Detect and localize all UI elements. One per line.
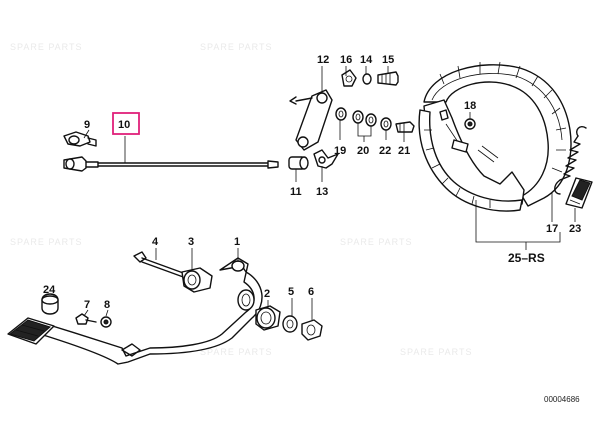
label-part-1[interactable]: 1 — [234, 236, 240, 248]
watermark-text-6: SPARE PARTS — [400, 347, 473, 357]
label-part-21[interactable]: 21 — [398, 145, 410, 157]
pedal-small-parts[interactable] — [41, 293, 112, 328]
label-part-19[interactable]: 19 — [334, 145, 346, 157]
brake-cable[interactable] — [63, 156, 279, 172]
cable-clip[interactable] — [63, 131, 97, 147]
label-part-25-rs[interactable]: 25–RS — [508, 251, 545, 265]
label-part-18[interactable]: 18 — [464, 100, 476, 112]
diagram-reference-number: 00004686 — [544, 395, 580, 404]
label-part-11[interactable]: 11 — [290, 186, 302, 198]
label-part-5[interactable]: 5 — [288, 286, 294, 298]
foot-pedal-pad[interactable] — [7, 317, 55, 345]
part-labels: 10 9 12 16 14 15 18 19 20 22 21 11 13 17… — [43, 54, 581, 311]
brake-lever-arm[interactable] — [289, 89, 333, 151]
pivot-bolt-and-bushing[interactable] — [133, 251, 213, 293]
label-part-17[interactable]: 17 — [546, 223, 558, 235]
lever-bushing-set[interactable] — [255, 305, 323, 341]
label-part-13[interactable]: 13 — [316, 186, 328, 198]
watermark-text-2: SPARE PARTS — [200, 42, 273, 52]
label-part-24[interactable]: 24 — [43, 284, 56, 296]
watermark: SPARE PARTS SPARE PARTS SPARE PARTS SPAR… — [10, 42, 473, 357]
label-part-14[interactable]: 14 — [360, 54, 373, 66]
label-part-12[interactable]: 12 — [317, 54, 329, 66]
label-part-4[interactable]: 4 — [152, 236, 159, 248]
label-part-16[interactable]: 16 — [340, 54, 352, 66]
label-part-10[interactable]: 10 — [118, 119, 130, 131]
brake-pad[interactable] — [565, 177, 593, 209]
label-part-15[interactable]: 15 — [382, 54, 394, 66]
label-part-23[interactable]: 23 — [569, 223, 581, 235]
linkage-rod[interactable] — [288, 149, 339, 170]
label-part-2[interactable]: 2 — [264, 288, 270, 300]
label-part-9[interactable]: 9 — [84, 119, 90, 131]
watermark-text-4: SPARE PARTS — [340, 237, 413, 247]
watermark-text-5: SPARE PARTS — [200, 347, 273, 357]
brake-shoe-assembly[interactable] — [418, 61, 572, 212]
label-part-20[interactable]: 20 — [357, 145, 369, 157]
leader-lines — [83, 66, 576, 320]
label-part-6[interactable]: 6 — [308, 286, 314, 298]
label-part-3[interactable]: 3 — [188, 236, 194, 248]
label-part-7[interactable]: 7 — [84, 299, 90, 311]
lever-bolts-and-washers[interactable] — [335, 69, 415, 133]
watermark-text-1: SPARE PARTS — [10, 42, 83, 52]
return-spring[interactable] — [554, 126, 587, 195]
watermark-text-3: SPARE PARTS — [10, 237, 83, 247]
label-part-8[interactable]: 8 — [104, 299, 110, 311]
highlight-box-part-10 — [112, 112, 140, 135]
label-part-22[interactable]: 22 — [379, 145, 391, 157]
